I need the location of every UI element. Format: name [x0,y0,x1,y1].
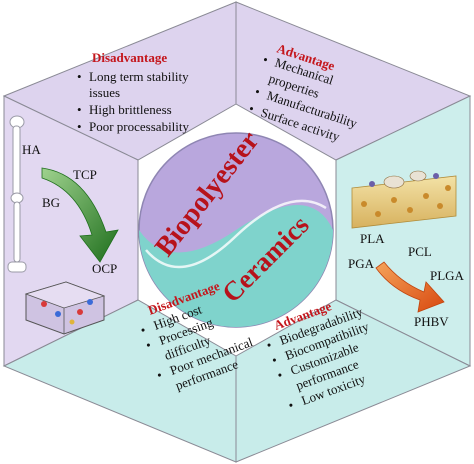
polymer-label-pga: PGA [348,256,375,271]
ceramic-label-tcp: TCP [73,167,97,182]
list-item: Poor processability [89,119,190,134]
top-left-list: • Long term stability issues • High brit… [77,69,190,134]
segment-bottom-right [235,299,472,463]
bullet-icon: • [138,322,147,338]
polymer-label-plga: PLGA [430,268,465,283]
center-circle [138,132,334,328]
ceramic-label-ocp: OCP [92,261,117,276]
list-item: Long term stability [89,69,189,84]
list-item: High brittleness [89,102,172,117]
top-left-title: Disadvantage [92,50,167,65]
bullet-icon: • [77,69,82,84]
bullet-icon: • [286,397,295,413]
bullet-icon: • [261,52,270,68]
orange-arrow [375,261,445,313]
bone-tissue-illustration [351,170,457,229]
green-arrow [41,167,119,263]
bullet-icon: • [275,367,284,383]
scaffold-illustration [24,281,106,335]
ceramic-label-bg: BG [42,195,60,210]
bullet-icon: • [77,102,82,117]
polymer-label-pla: PLA [360,231,385,246]
bullet-icon: • [247,101,256,117]
bullet-icon: • [270,352,279,368]
bullet-icon: • [155,367,164,383]
list-item: issues [89,85,120,100]
bullet-icon: • [144,337,153,353]
polymer-label-phbv: PHBV [414,314,449,329]
polymer-label-pcl: PCL [408,244,432,259]
bone-illustration [7,115,27,273]
ceramic-label-ha: HA [22,142,41,157]
bullet-icon: • [264,337,273,353]
bullet-icon: • [77,119,82,134]
bullet-icon: • [253,84,262,100]
